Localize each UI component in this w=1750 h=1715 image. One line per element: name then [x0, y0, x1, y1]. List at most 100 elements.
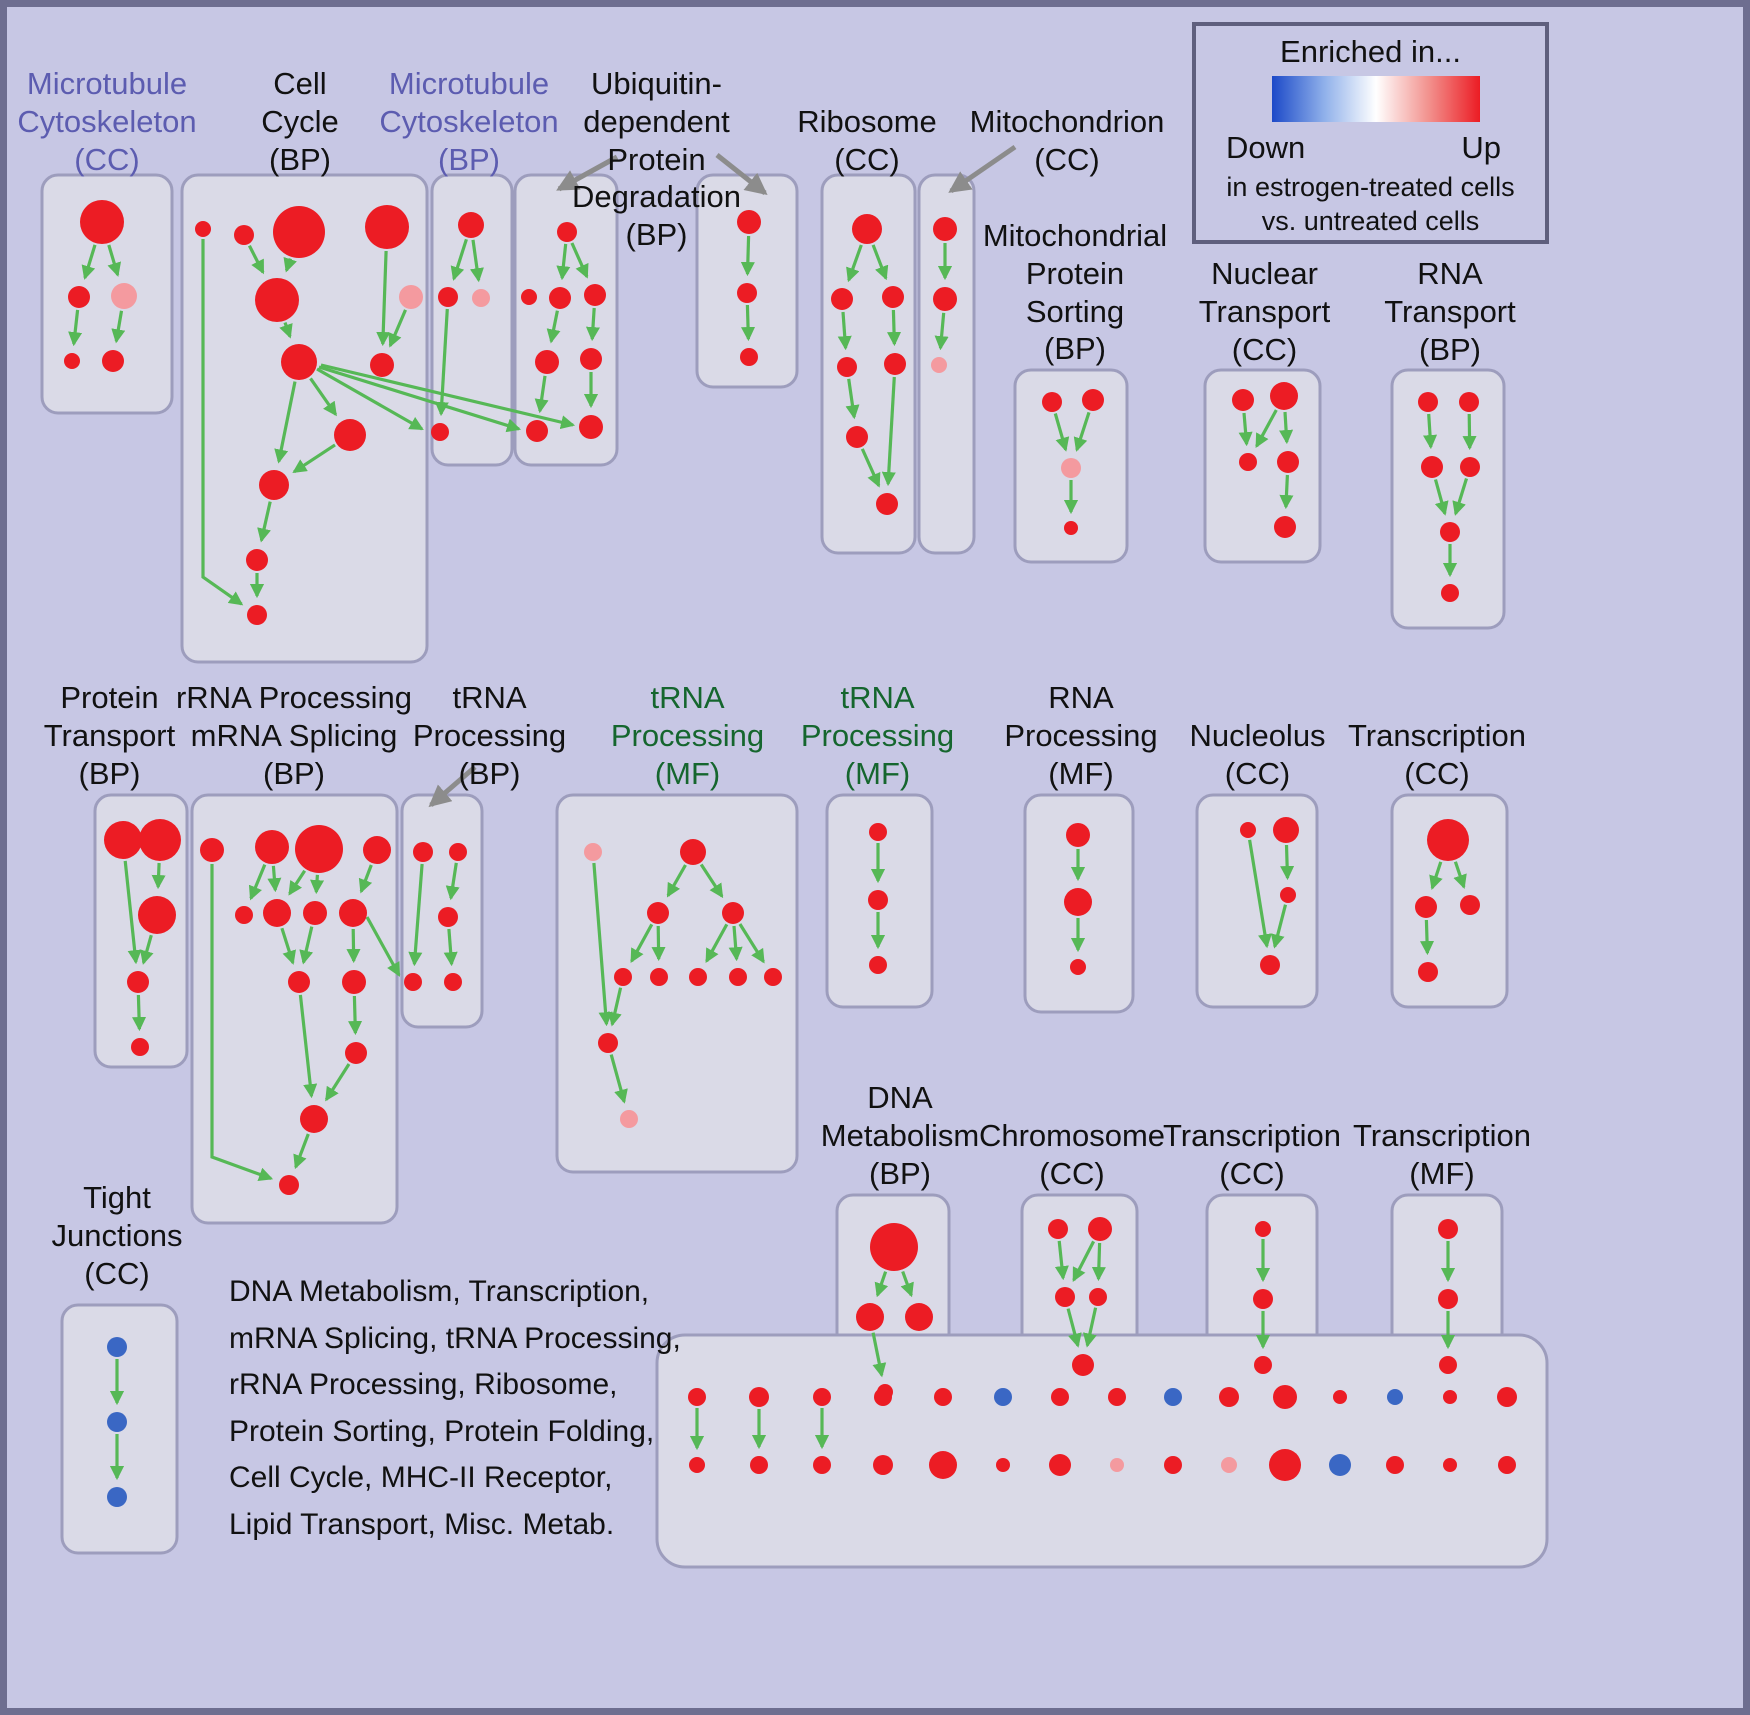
gene-node	[127, 971, 149, 993]
edge-arrow	[68, 309, 83, 347]
cluster-label-transcription-cc-mid: Transcription (CC)	[1347, 718, 1527, 791]
gene-node	[1061, 458, 1081, 478]
edge-arrow	[1433, 479, 1449, 516]
edge-arrow	[651, 925, 666, 962]
edge-arrow	[1054, 1240, 1069, 1281]
cluster-label-transcription-cc-bottom: Transcription (CC)	[1162, 1118, 1342, 1191]
gene-node	[444, 973, 462, 991]
gene-node	[1415, 896, 1437, 918]
gene-node	[1221, 1457, 1237, 1473]
gene-node	[438, 287, 458, 307]
gene-node	[1497, 1387, 1517, 1407]
edge-arrow	[292, 443, 336, 474]
gene-node	[856, 1303, 884, 1331]
gene-node	[139, 819, 181, 861]
legend-caption-line1: in estrogen-treated cells	[1226, 172, 1515, 202]
gene-node	[404, 973, 422, 991]
gene-node	[68, 286, 90, 308]
cluster-label-cell-cycle-bp: Cell Cycle (BP)	[261, 66, 339, 177]
edge-arrow	[210, 864, 274, 1182]
gene-node	[1333, 1390, 1347, 1404]
gene-node	[1088, 1217, 1112, 1241]
edge-arrow	[139, 934, 154, 965]
edge-arrow	[585, 307, 600, 342]
edge-arrow	[1248, 839, 1272, 949]
gene-node	[138, 896, 176, 934]
gene-node	[535, 350, 559, 374]
gene-node	[1418, 392, 1438, 412]
gene-node	[107, 1337, 127, 1357]
cluster-label-ubiquitin-dependent-protein-degradation-bp: Ubiquitin- dependent Protein Degradation…	[572, 66, 741, 253]
legend-title: Enriched in...	[1280, 34, 1461, 69]
gene-node	[996, 1458, 1010, 1472]
gene-node	[195, 221, 211, 237]
legend-scale-labels: Down Up	[1226, 130, 1501, 166]
gene-node	[1273, 1385, 1297, 1409]
edge-arrow	[741, 304, 756, 342]
gene-node	[472, 289, 490, 307]
edge-arrow	[738, 923, 765, 964]
gene-node	[281, 344, 317, 380]
gene-node	[1219, 1387, 1239, 1407]
gene-node	[1254, 1356, 1272, 1374]
gene-node	[1438, 1289, 1458, 1309]
gene-node	[929, 1451, 957, 1479]
edge-arrow	[443, 928, 458, 967]
gene-node	[1164, 1456, 1182, 1474]
gene-node	[750, 1456, 768, 1474]
edge-arrow	[1255, 409, 1278, 449]
gene-node	[342, 970, 366, 994]
edge-arrow	[1279, 411, 1294, 445]
cluster-box-rrna-processing-mrna-splicing-bp	[190, 793, 399, 1225]
gene-node	[255, 830, 289, 864]
edge-arrow	[1091, 1242, 1106, 1282]
gene-node	[846, 426, 868, 448]
gene-node	[1387, 1389, 1403, 1405]
edge-arrow	[1423, 413, 1438, 450]
gene-node	[1277, 451, 1299, 473]
gene-node	[722, 902, 744, 924]
gene-node	[749, 1387, 769, 1407]
gene-node	[1049, 1454, 1071, 1476]
gene-node	[1440, 522, 1460, 542]
cluster-label-dna-metabolism-bp: DNA Metabolism (BP)	[820, 1080, 980, 1191]
edge-arrow	[257, 501, 272, 543]
edge-arrow	[123, 860, 142, 965]
edge-arrow	[546, 310, 561, 344]
cluster-box-protein-transport-bp	[93, 793, 189, 1069]
gene-node	[111, 283, 137, 309]
gene-node	[884, 353, 906, 375]
edge-arrow	[1270, 904, 1288, 949]
gene-node	[869, 823, 887, 841]
edge-arrow	[534, 375, 549, 414]
gene-node	[934, 1388, 952, 1406]
gene-node	[1108, 1388, 1126, 1406]
gene-node	[1240, 822, 1256, 838]
gene-node	[689, 968, 707, 986]
gene-node	[813, 1388, 831, 1406]
gene-node	[1089, 1288, 1107, 1306]
gene-node	[874, 1388, 892, 1406]
gene-node	[370, 353, 394, 377]
cross-cluster-edge-arrow	[318, 365, 522, 433]
edge-arrow	[450, 238, 468, 281]
edge-arrow	[1280, 844, 1295, 881]
gene-node	[1042, 392, 1062, 412]
gene-node	[521, 289, 537, 305]
cross-cluster-edge-arrow	[320, 363, 576, 430]
edge-arrow	[871, 1332, 887, 1378]
edge-arrow	[1072, 1240, 1096, 1282]
gene-node	[1443, 1390, 1457, 1404]
gene-node	[831, 288, 853, 310]
gene-node	[614, 968, 632, 986]
gene-node	[339, 899, 367, 927]
edge-arrow	[609, 1054, 628, 1104]
edge-arrow	[900, 1270, 914, 1298]
gene-node	[1498, 1456, 1516, 1474]
cluster-label-trna-processing-mf-1: tRNA Processing (MF)	[610, 680, 765, 791]
gene-node	[1439, 1356, 1457, 1374]
edge-arrow	[592, 862, 613, 1027]
gene-node	[1441, 584, 1459, 602]
edge-arrow	[280, 927, 296, 965]
gene-node	[107, 1412, 127, 1432]
